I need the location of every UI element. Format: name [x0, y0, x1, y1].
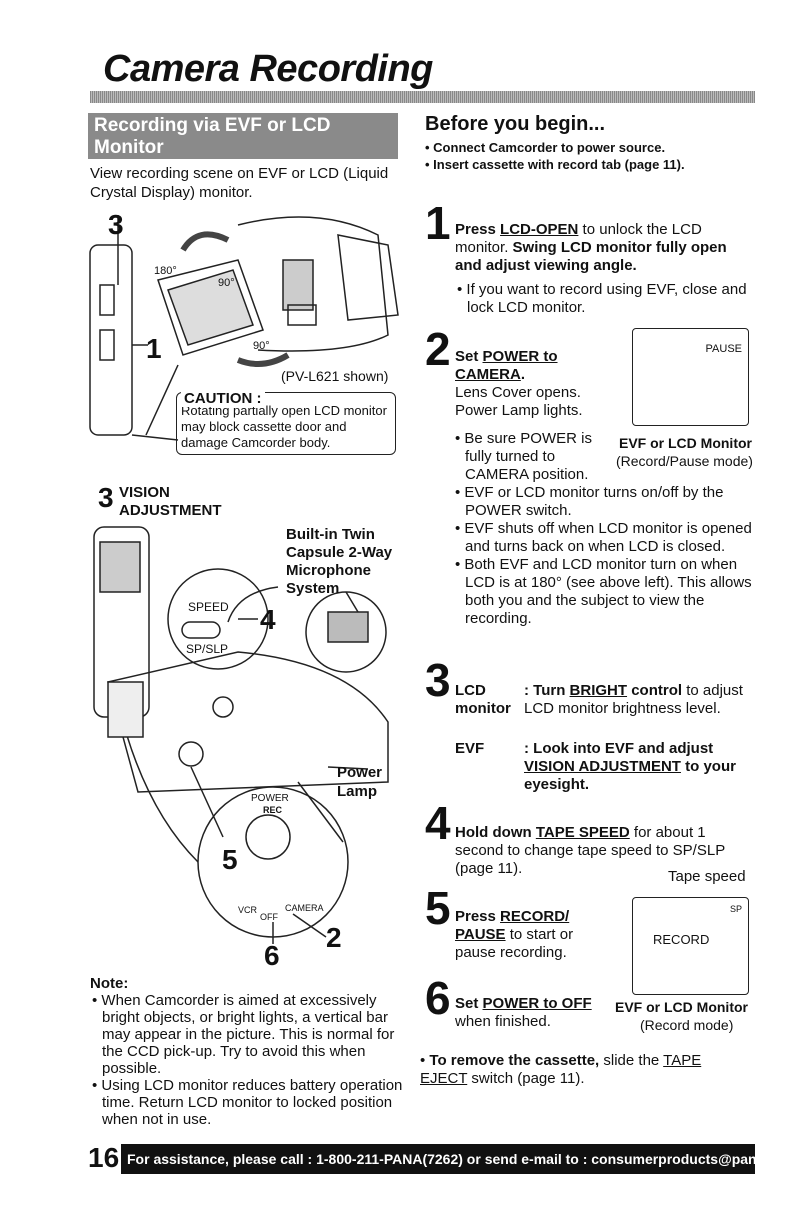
intro-text: View recording scene on EVF or LCD (Liqu…	[90, 165, 389, 201]
record-indicator: RECORD	[653, 932, 710, 947]
mic-label-3: Microphone	[286, 562, 371, 579]
vision-label-1: VISION	[119, 484, 170, 501]
rec-label: REC	[263, 805, 283, 815]
vision-label-2: ADJUSTMENT	[119, 502, 222, 519]
caution-box: CAUTION : Rotating partially open LCD mo…	[176, 391, 396, 455]
record-caption-2: (Record mode)	[640, 1017, 734, 1033]
before-list: • Connect Camcorder to power source. • I…	[425, 139, 685, 173]
figure-step-3-number: 3	[108, 209, 124, 240]
footer-assistance-bar: For assistance, please call : 1-800-211-…	[121, 1144, 755, 1174]
camera-label: CAMERA	[285, 903, 324, 913]
remove-cassette-note: • To remove the cassette, slide the TAPE…	[420, 1052, 702, 1087]
model-note: (PV-L621 shown)	[281, 368, 389, 384]
step-1-number: 1	[425, 197, 451, 249]
power-switch-label: POWER	[251, 793, 289, 804]
caution-title: CAUTION :	[181, 391, 265, 407]
figure-step-1-number: 1	[146, 333, 162, 364]
mic-label-4: System	[286, 580, 340, 597]
note-item: • When Camcorder is aimed at excessively…	[92, 992, 395, 1077]
spslp-label: SP/SLP	[186, 642, 229, 656]
step-4-text: Hold down TAPE SPEED for about 1 second …	[455, 824, 725, 877]
tape-speed-label: Tape speed	[668, 868, 746, 885]
note-section: Note: • When Camcorder is aimed at exces…	[90, 975, 410, 1128]
figure-lcd-open: 3 1 180° 90° 90° (PV-L621 shown)	[88, 205, 408, 445]
step-2-number: 2	[425, 323, 451, 375]
mic-label-2: Capsule 2-Way	[286, 544, 393, 561]
power-lamp-label-1: Power	[337, 764, 383, 781]
step-5-number: 5	[425, 882, 451, 934]
step-4-number: 4	[425, 797, 451, 849]
screen-caption-1: EVF or LCD Monitor	[619, 435, 752, 451]
angle-90-label-top: 90°	[218, 277, 235, 289]
note-title: Note:	[90, 975, 129, 992]
mic-label-1: Built-in Twin	[286, 526, 375, 543]
step-1-text: Press LCD-OPEN to unlock the LCD monitor…	[455, 221, 747, 316]
sp-indicator: SP	[729, 904, 742, 914]
figure-step-5-number: 5	[222, 844, 238, 875]
camcorder-controls-illustration	[93, 526, 389, 944]
vision-step-number: 3	[98, 482, 114, 513]
pause-screen: PAUSE	[632, 328, 749, 426]
caution-text: Rotating partially open LCD monitor may …	[181, 403, 387, 450]
step-2-bullets: • Be sure POWER is fully turned to CAMER…	[455, 430, 752, 627]
step-6-text: Set POWER to OFF when finished.	[455, 995, 592, 1030]
figure-controls: 3 VISION ADJUSTMENT Built-in Twin Capsul…	[88, 482, 418, 972]
lcd-label: LCD monitor	[455, 682, 511, 717]
vcr-label: VCR	[238, 905, 258, 915]
figure-step-2-number: 2	[326, 922, 342, 953]
angle-180-label: 180°	[154, 265, 177, 277]
before-title: Before you begin...	[425, 113, 606, 135]
before-item: • Connect Camcorder to power source.	[425, 140, 666, 155]
figure-step-4-number: 4	[260, 604, 276, 635]
pause-indicator: PAUSE	[705, 343, 742, 355]
off-label: OFF	[260, 912, 278, 922]
speed-label: SPEED	[188, 600, 229, 614]
lcd-instruction: : Turn BRIGHT control to adjust LCD moni…	[524, 682, 743, 717]
page-number: 16	[88, 1142, 120, 1173]
record-caption-1: EVF or LCD Monitor	[615, 999, 748, 1015]
before-item: • Insert cassette with record tab (page …	[425, 157, 685, 172]
page-title: Camera Recording	[103, 48, 433, 90]
title-rule	[90, 91, 755, 103]
figure-step-6-number: 6	[264, 940, 280, 971]
camcorder-lcd-illustration	[89, 215, 399, 441]
step-6-number: 6	[425, 972, 451, 1024]
step-2-text: Set POWER to CAMERA. Lens Cover opens. P…	[455, 348, 583, 419]
section-title: Recording via EVF or LCD Monitor	[88, 113, 398, 159]
record-screen: SP RECORD	[632, 897, 749, 995]
step-5-text: Press RECORD/ PAUSE to start or pause re…	[455, 908, 574, 961]
evf-label: EVF	[455, 740, 485, 757]
note-item: • Using LCD monitor reduces battery oper…	[92, 1077, 403, 1128]
screen-caption-2: (Record/Pause mode)	[616, 453, 753, 469]
evf-instruction: : Look into EVF and adjust VISION ADJUST…	[524, 740, 736, 793]
angle-90-label-bottom: 90°	[253, 340, 270, 352]
step-3-number: 3	[425, 654, 451, 706]
power-lamp-label-2: Lamp	[337, 783, 378, 800]
